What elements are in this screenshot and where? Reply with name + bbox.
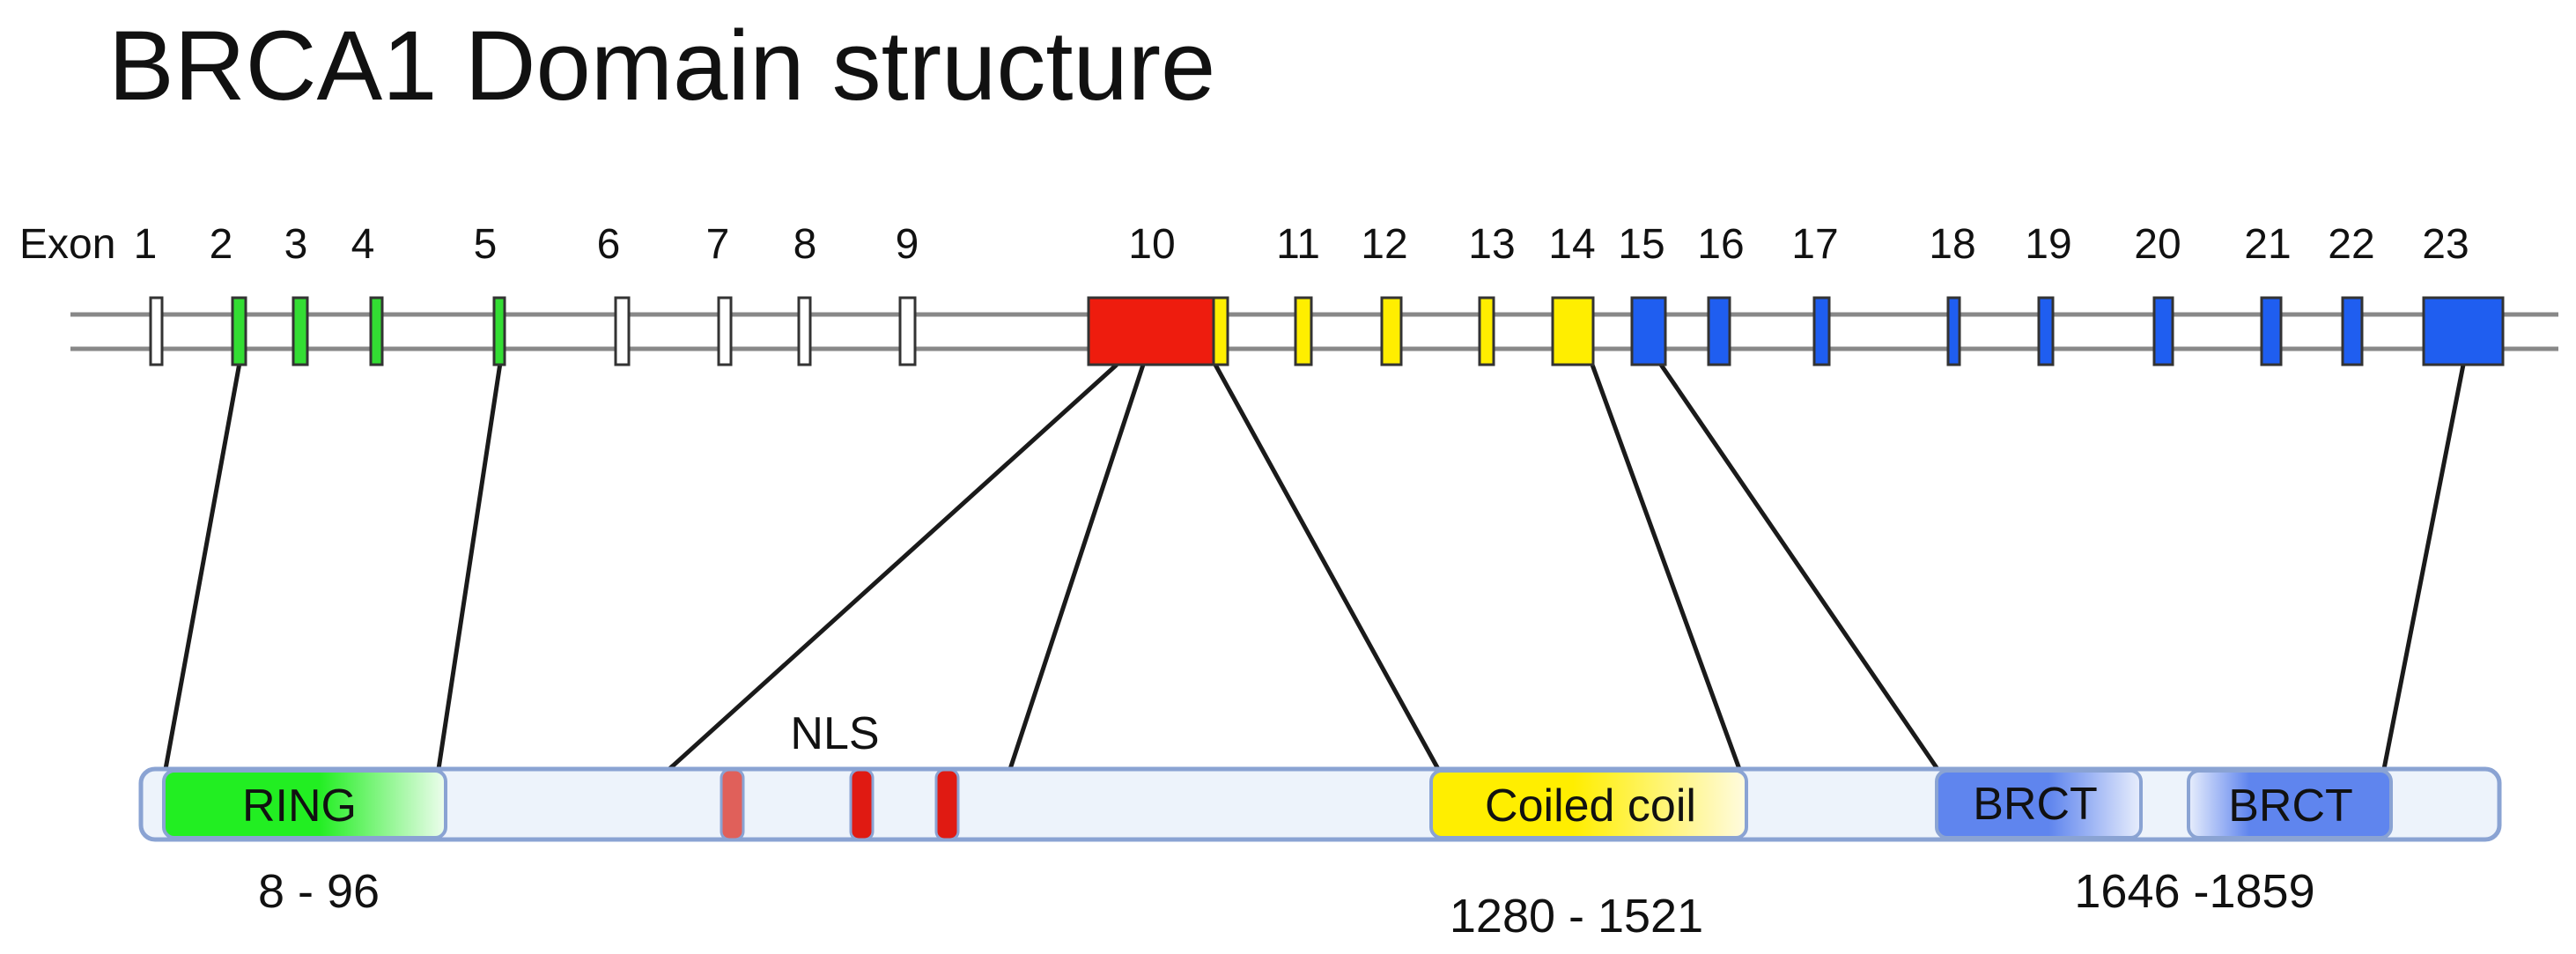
exon-box-20 bbox=[2152, 296, 2174, 366]
gene-backbone bbox=[70, 312, 2558, 351]
exon-box-18 bbox=[1946, 296, 1961, 366]
connector-exon14-coil bbox=[1590, 364, 1742, 770]
exon-prefix: Exon bbox=[19, 221, 115, 268]
exon-box-16 bbox=[1707, 296, 1731, 366]
connector-exon10-a bbox=[668, 363, 1118, 771]
protein-bar bbox=[138, 766, 2502, 842]
exon-label-2: 2 bbox=[210, 221, 233, 268]
nls-marker-1 bbox=[720, 768, 745, 841]
exon-label-8: 8 bbox=[793, 221, 817, 268]
exon-label-15: 15 bbox=[1618, 221, 1664, 268]
connector-exon15-brct bbox=[1658, 363, 1940, 771]
domain-brct-1 bbox=[1935, 769, 2143, 839]
exon-label-14: 14 bbox=[1548, 221, 1595, 268]
exon-label-20: 20 bbox=[2134, 221, 2181, 268]
connector-lines bbox=[163, 362, 2466, 771]
exon-label-9: 9 bbox=[896, 221, 919, 268]
exon-box-6 bbox=[614, 296, 631, 366]
domain-coiled-coil-label: Coiled coil bbox=[1485, 780, 1696, 832]
domain-coiled-coil bbox=[1429, 769, 1748, 839]
exon-label-17: 17 bbox=[1791, 221, 1838, 268]
exon-label-4: 4 bbox=[351, 221, 375, 268]
diagram-title: BRCA1 Domain structure bbox=[108, 11, 1216, 121]
exon-box-22 bbox=[2341, 296, 2364, 366]
exon-box-14 bbox=[1551, 296, 1595, 366]
exon-box-7 bbox=[717, 296, 733, 366]
exon-label-5: 5 bbox=[474, 221, 498, 268]
exon-labels: Exon 1 2 3 4 5 6 7 8 9 10 11 12 13 14 15… bbox=[19, 221, 2469, 268]
exon-label-11: 11 bbox=[1276, 221, 1320, 268]
exon-label-19: 19 bbox=[2025, 221, 2071, 268]
exon-label-6: 6 bbox=[597, 221, 621, 268]
exon-box-23 bbox=[2422, 296, 2505, 366]
domain-brct-2 bbox=[2187, 769, 2393, 839]
exon-box-10-accent bbox=[1212, 296, 1229, 366]
exon-label-12: 12 bbox=[1361, 221, 1407, 268]
range-brct: 1646 -1859 bbox=[2074, 865, 2314, 918]
exon-label-10: 10 bbox=[1128, 221, 1175, 268]
exon-box-4 bbox=[369, 296, 384, 366]
domain-brct-1-label: BRCT bbox=[1973, 779, 2098, 830]
connector-exon2-ring bbox=[163, 362, 242, 770]
domain-ring-label: RING bbox=[242, 780, 357, 832]
exon-label-18: 18 bbox=[1929, 221, 1975, 268]
exon-box-8 bbox=[797, 296, 812, 366]
exon-box-3 bbox=[292, 296, 309, 366]
nls-marker-2 bbox=[849, 768, 875, 841]
exon-label-22: 22 bbox=[2328, 221, 2374, 268]
exon-label-3: 3 bbox=[284, 221, 308, 268]
connector-exon10-coil bbox=[1213, 363, 1441, 771]
exon-box-5 bbox=[492, 296, 506, 366]
exon-prefix-label: Exon bbox=[19, 221, 115, 268]
exon-box-17 bbox=[1812, 296, 1831, 366]
exon-box-19 bbox=[2037, 296, 2055, 366]
exon-label-13: 13 bbox=[1468, 221, 1515, 268]
domain-brct-2-label: BRCT bbox=[2228, 780, 2353, 832]
connector-exon10-b bbox=[1008, 364, 1146, 770]
exon-box-1 bbox=[149, 296, 164, 366]
exon-box-15 bbox=[1630, 296, 1667, 366]
range-coiled-coil: 1280 - 1521 bbox=[1450, 890, 1703, 943]
residue-ranges: 8 - 96 1280 - 1521 1646 -1859 bbox=[258, 865, 2315, 943]
exon-boxes bbox=[149, 296, 2505, 366]
range-ring: 8 - 96 bbox=[258, 865, 380, 918]
exon-box-12 bbox=[1380, 296, 1403, 366]
exon-box-21 bbox=[2260, 296, 2283, 366]
exon-box-10 bbox=[1087, 296, 1229, 366]
exon-box-11 bbox=[1294, 296, 1313, 366]
exon-box-13 bbox=[1478, 296, 1495, 366]
connector-exon5-ring bbox=[436, 362, 503, 770]
domain-ring bbox=[162, 769, 447, 839]
exon-box-2 bbox=[231, 296, 247, 366]
exon-label-23: 23 bbox=[2422, 221, 2469, 268]
exon-label-7: 7 bbox=[706, 221, 730, 268]
protein-bar-group: RING Coiled coil BRCT BRCT NLS bbox=[138, 708, 2502, 842]
exon-label-1: 1 bbox=[134, 221, 158, 268]
connector-exon23-brct bbox=[2381, 364, 2466, 770]
exon-box-9 bbox=[898, 296, 917, 366]
exon-label-16: 16 bbox=[1697, 221, 1744, 268]
exon-label-21: 21 bbox=[2244, 221, 2291, 268]
nls-marker-3 bbox=[934, 768, 960, 841]
nls-label: NLS bbox=[790, 708, 879, 759]
